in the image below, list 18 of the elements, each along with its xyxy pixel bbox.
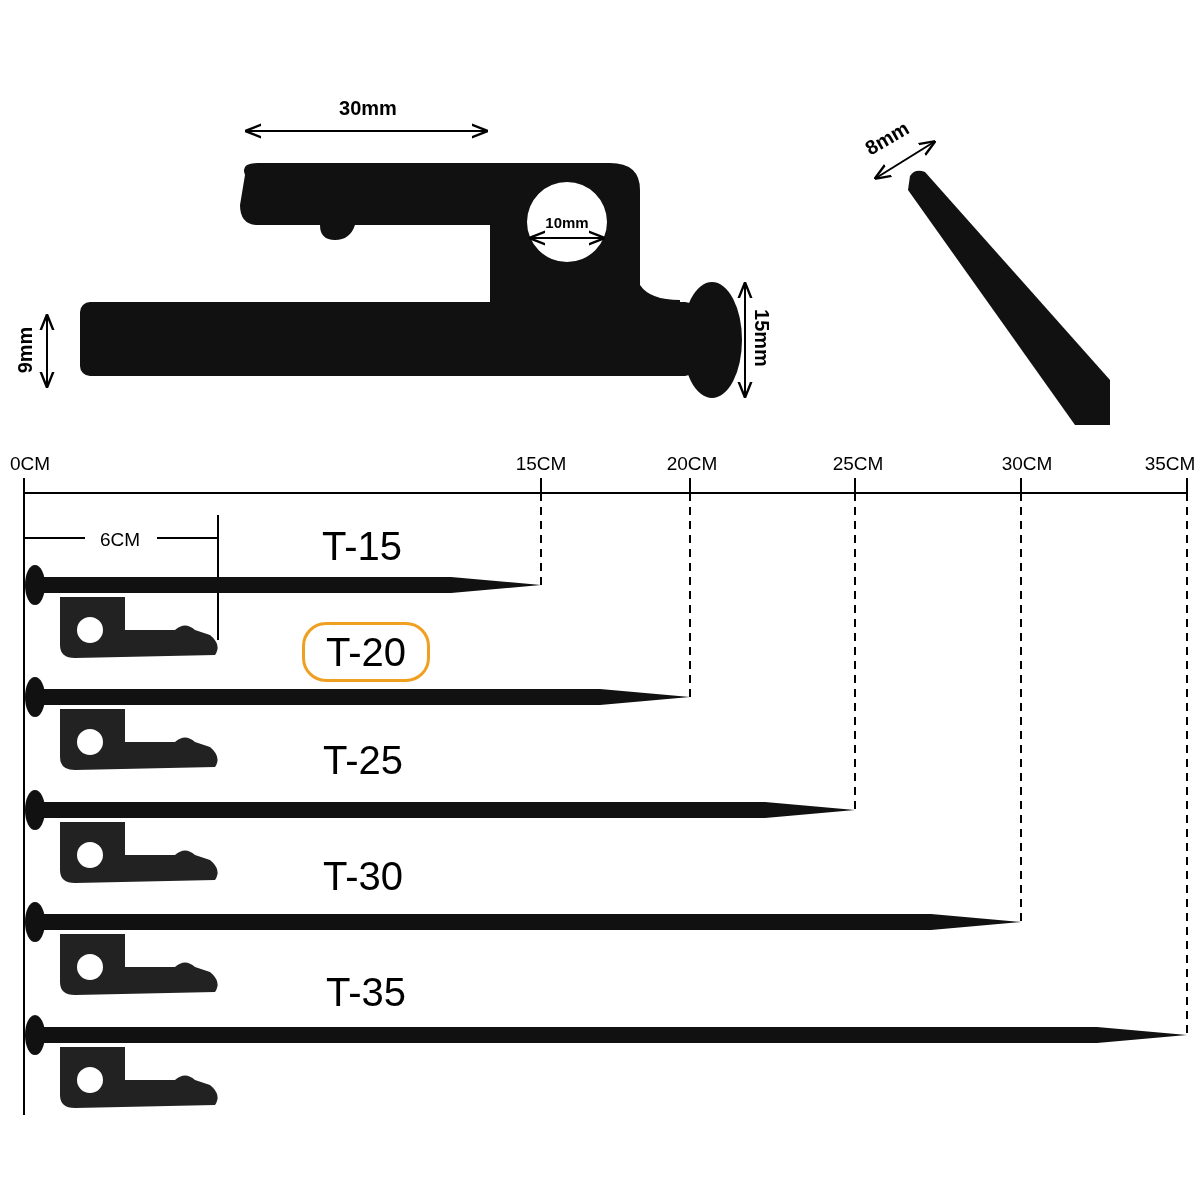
dimension-label: 6CM — [99, 529, 141, 549]
dimension-label: 8mm — [861, 117, 913, 159]
dimension-label: 30mm — [339, 98, 397, 118]
dimension-label: 35CM — [1144, 453, 1196, 473]
dimension-label: 15CM — [515, 453, 567, 473]
dimension-label: T-25 — [323, 740, 403, 780]
dimension-label: 10mm — [545, 214, 589, 230]
dimension-label: 0CM — [9, 453, 51, 473]
dimension-label: 20CM — [666, 453, 718, 473]
dimension-label: 25CM — [832, 453, 884, 473]
highlight-outline — [302, 622, 430, 682]
dimension-label: T-35 — [326, 972, 406, 1012]
dimension-label: T-30 — [323, 856, 403, 896]
dimension-label: 15mm — [752, 309, 772, 367]
dimension-label: T-15 — [322, 526, 402, 566]
dimension-label: 9mm — [15, 326, 35, 374]
dimension-label: 30CM — [1001, 453, 1053, 473]
model-label: T-20 — [325, 629, 406, 675]
